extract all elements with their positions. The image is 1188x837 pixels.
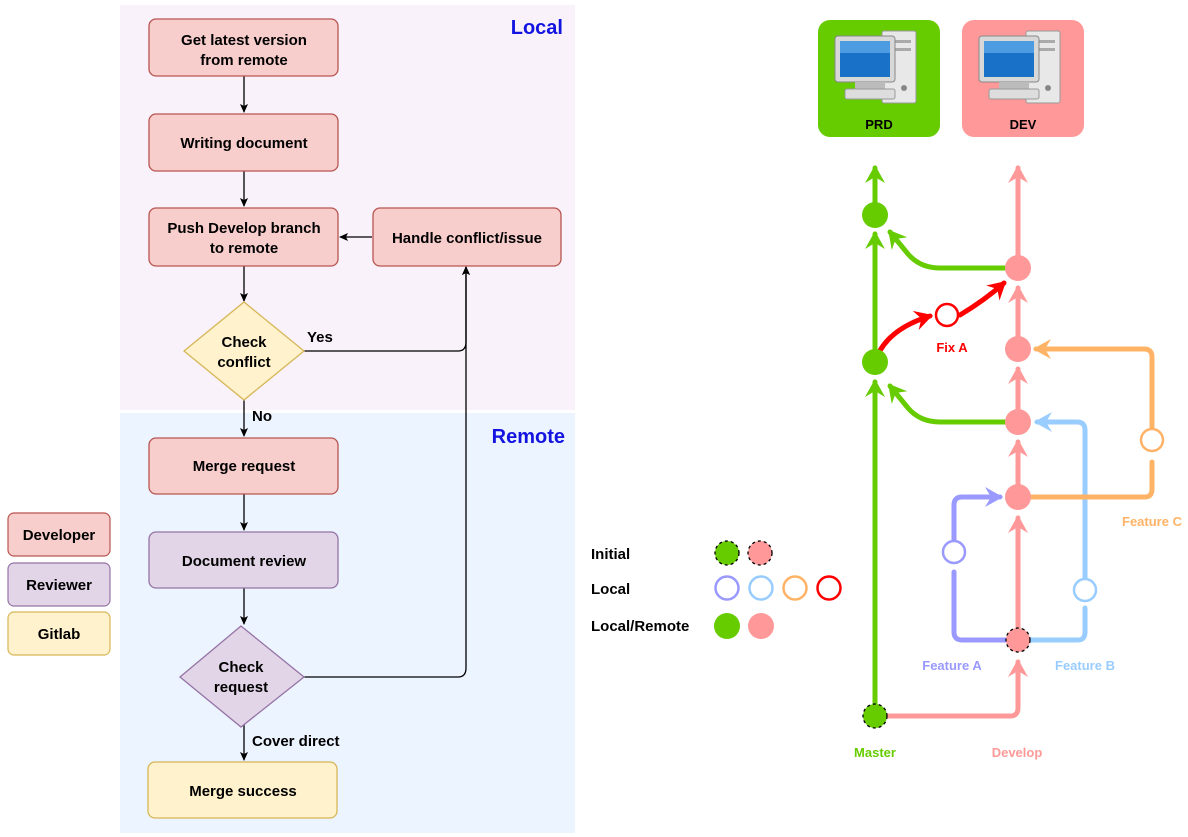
- merge-success-label: Merge success: [189, 783, 297, 800]
- legend-local-feature-b: [748, 575, 774, 601]
- feature-c-branch-2: [1033, 339, 1155, 431]
- push-develop-box: Push Develop branch to remote: [148, 207, 339, 267]
- merge-develop-to-master-1: [887, 383, 1021, 425]
- fix-a-commit: [934, 302, 960, 328]
- get-latest-line2: from remote: [200, 52, 288, 69]
- merge-develop-to-master-2: [887, 229, 1021, 271]
- get-latest-box: Get latest version from remote: [148, 18, 339, 77]
- legend-initial-develop: [747, 540, 773, 566]
- prd-label: PRD: [865, 117, 892, 132]
- check-conflict-line1: Check: [221, 334, 267, 351]
- push-develop-line1: Push Develop branch: [167, 220, 320, 237]
- reviewer-role-label: Reviewer: [26, 577, 92, 594]
- gitlab-role-label: Gitlab: [38, 626, 81, 643]
- merge-request-label: Merge request: [193, 458, 296, 475]
- dev-computer-icon: [978, 30, 1061, 104]
- push-develop-line2: to remote: [210, 240, 278, 257]
- check-request-diamond: Check request: [178, 625, 306, 728]
- develop-commit-1: [1005, 484, 1031, 510]
- legend-initial-label: Initial: [591, 546, 630, 563]
- cover-direct-label: Cover direct: [252, 733, 340, 750]
- develop-commit-3: [1005, 336, 1031, 362]
- handle-conflict-box: Handle conflict/issue: [372, 207, 562, 267]
- feature-a-branch-2: [951, 487, 1003, 555]
- develop-commit-4: [1005, 255, 1031, 281]
- legend-local-remote-label: Local/Remote: [591, 618, 689, 635]
- legend-local-feature-a: [714, 575, 740, 601]
- developer-role: Developer: [7, 512, 111, 557]
- branch-graph: [865, 165, 1155, 719]
- feature-a-branch: [951, 569, 1021, 643]
- master-commit-1: [862, 349, 888, 375]
- local-area-label: Local: [511, 17, 563, 39]
- legend-local-label: Local: [591, 581, 630, 598]
- develop-branch-base: [872, 659, 1028, 719]
- feature-b-branch: [1015, 605, 1088, 643]
- check-conflict-line2: conflict: [217, 354, 270, 371]
- feature-b-branch-2: [1034, 412, 1088, 581]
- fix-a-branch-2: [957, 280, 1007, 318]
- merge-request-box: Merge request: [148, 437, 339, 495]
- feature-a-label: Feature A: [922, 658, 982, 673]
- check-request-line2: request: [214, 679, 268, 696]
- feature-b-label: Feature B: [1055, 658, 1115, 673]
- legend-remote-master: [714, 613, 740, 639]
- dev-label: DEV: [1010, 117, 1037, 132]
- flow-connectors: [240, 76, 470, 761]
- document-review-box: Document review: [148, 531, 339, 589]
- master-initial-commit: [862, 703, 888, 729]
- prd-server: PRD: [818, 20, 940, 137]
- develop-commit-2: [1005, 409, 1031, 435]
- merge-success-box: Merge success: [147, 761, 338, 819]
- legend-initial-master: [714, 540, 740, 566]
- master-commit-2: [862, 202, 888, 228]
- dev-server: DEV: [962, 20, 1084, 137]
- remote-area-label: Remote: [492, 426, 565, 448]
- prd-computer-icon: [834, 30, 917, 104]
- legend-local-fix: [816, 575, 842, 601]
- no-label: No: [252, 408, 272, 425]
- develop-initial-commit: [1005, 627, 1031, 653]
- feature-a-commit: [941, 539, 967, 565]
- handle-conflict-label: Handle conflict/issue: [392, 230, 542, 247]
- commit-legend: Initial Local Local/Remote: [591, 540, 842, 639]
- master-label: Master: [854, 745, 896, 760]
- feature-c-label: Feature C: [1122, 514, 1183, 529]
- developer-role-label: Developer: [23, 527, 96, 544]
- yes-label: Yes: [307, 329, 333, 346]
- reviewer-role: Reviewer: [7, 562, 111, 607]
- legend-local-feature-c: [782, 575, 808, 601]
- develop-label: Develop: [992, 745, 1043, 760]
- get-latest-line1: Get latest version: [181, 32, 307, 49]
- fix-a-label: Fix A: [936, 340, 968, 355]
- writing-document-box: Writing document: [148, 113, 339, 172]
- feature-b-commit: [1072, 577, 1098, 603]
- check-conflict-diamond: Check conflict: [182, 301, 306, 401]
- document-review-label: Document review: [182, 553, 307, 570]
- feature-c-branch: [1015, 459, 1155, 500]
- feature-c-commit: [1139, 427, 1165, 453]
- legend-remote-develop: [748, 613, 774, 639]
- writing-document-label: Writing document: [180, 135, 307, 152]
- commit-nodes: [862, 202, 1165, 729]
- gitlab-role: Gitlab: [7, 611, 111, 656]
- role-legend: Developer Reviewer Gitlab: [7, 512, 111, 656]
- check-request-line1: Check: [218, 659, 264, 676]
